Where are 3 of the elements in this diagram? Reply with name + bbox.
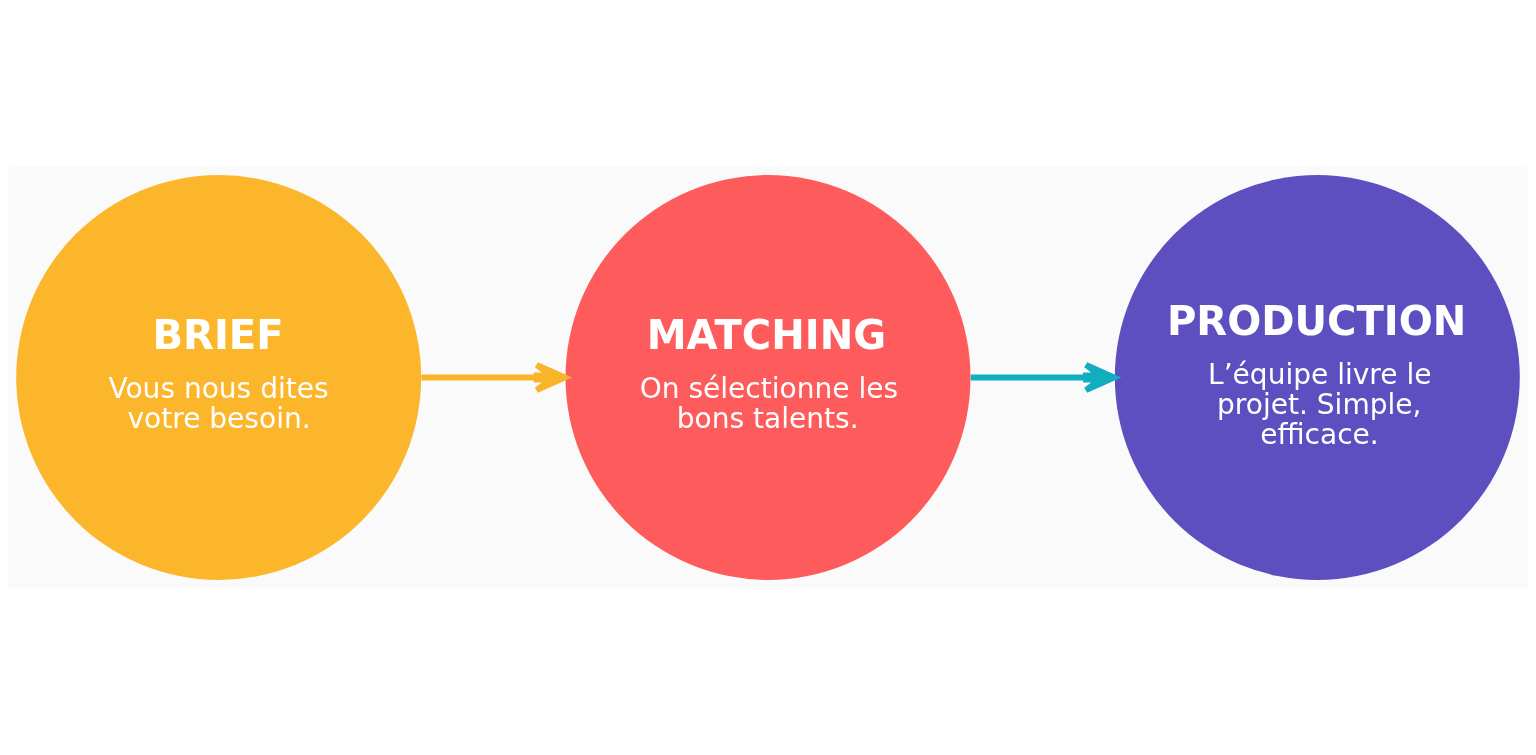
node-circle: PRODUCTION L’équipe livre le projet. Simple, efficace. xyxy=(1114,175,1520,580)
node-circle: MATCHING On sélectionne les bons talents. xyxy=(565,175,971,580)
node-circle: BRIEF Vous nous dites votre besoin. xyxy=(16,175,422,580)
